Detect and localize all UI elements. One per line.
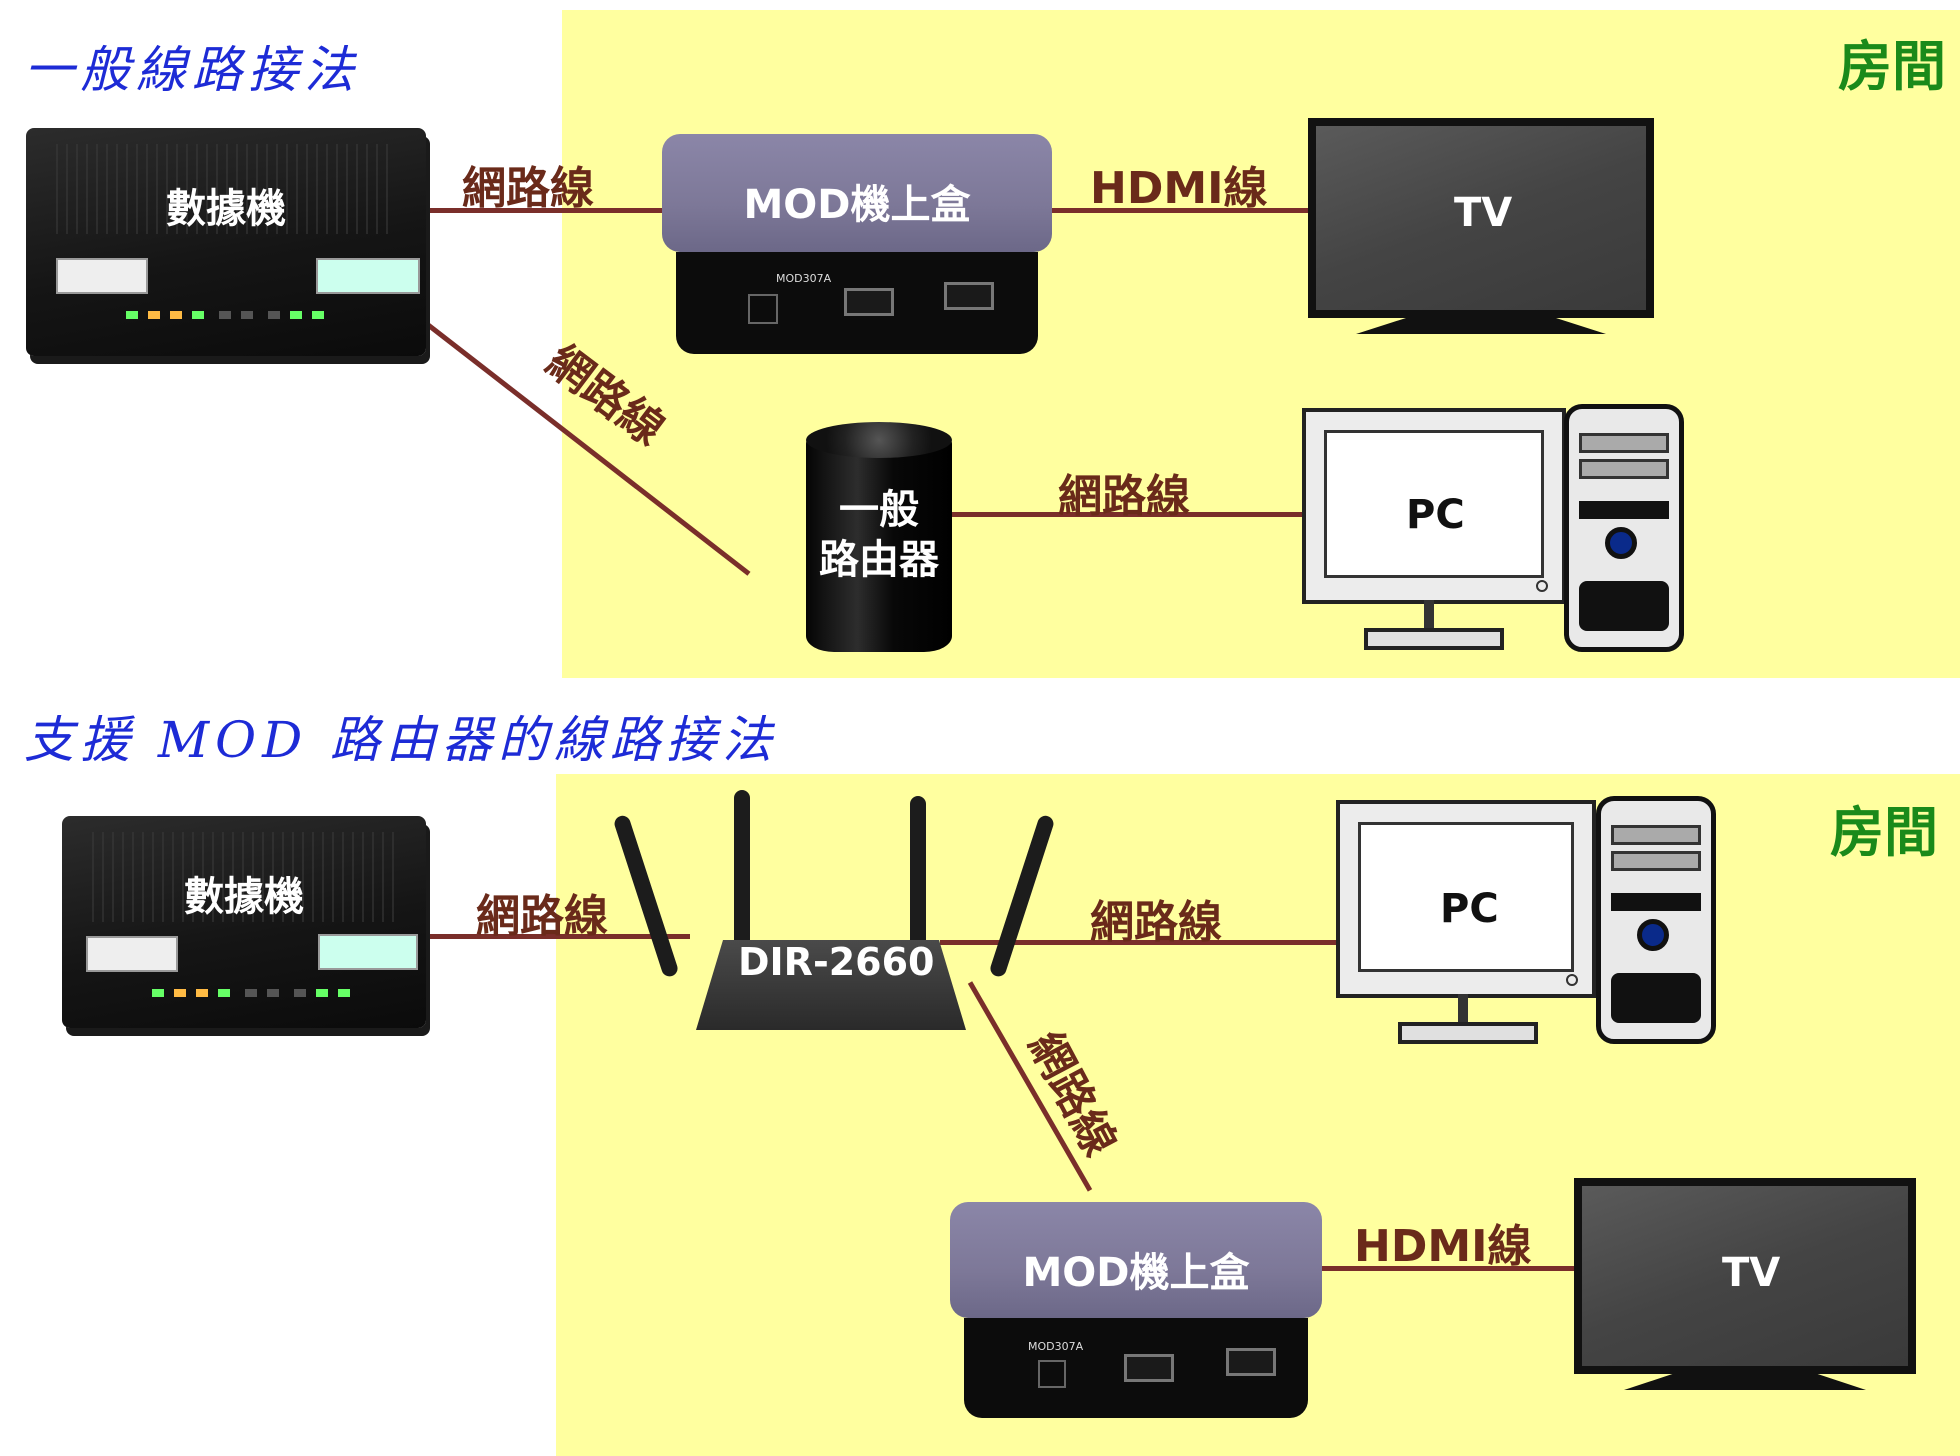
tv-label: TV — [1454, 190, 1513, 236]
modem-vent-icon — [92, 832, 396, 922]
modem-sticker-icon — [56, 258, 148, 294]
section-title-top: 一般線路接法 — [24, 41, 360, 99]
tv-stand-icon — [1624, 1374, 1866, 1390]
tv-top: TV — [1308, 118, 1654, 318]
modem-sticker-icon — [86, 936, 178, 972]
usb-port-icon — [1226, 1348, 1276, 1376]
monitor-top: PC — [1302, 408, 1566, 604]
modem-leds-icon — [126, 304, 334, 319]
dir-2660-router — [696, 940, 966, 1030]
pc-label: PC — [1440, 886, 1499, 932]
cable-stb-tv-top — [1050, 208, 1308, 213]
modem-label: 數據機 — [166, 186, 286, 232]
cable-label-router-pc-bottom: 網路線 — [1090, 897, 1222, 948]
monitor-power-icon — [1566, 974, 1578, 986]
modem-leds-icon — [152, 982, 360, 997]
cable-label-stb-tv-top: HDMI線 — [1090, 163, 1268, 214]
modem-bottom: 數據機 — [62, 816, 426, 1028]
monitor-neck-icon — [1458, 994, 1468, 1024]
cable-label-router-pc-top: 網路線 — [1058, 471, 1190, 522]
router-top-icon — [806, 422, 952, 458]
router-label-line2: 路由器 — [819, 537, 939, 583]
router-label-line1: 一般 — [839, 487, 919, 533]
room-label-bottom: 房間 — [1830, 801, 1938, 864]
cable-label-modem-router-bottom: 網路線 — [476, 891, 608, 942]
tower-bottom — [1596, 796, 1716, 1044]
stb-front-bottom: MOD307A — [964, 1318, 1308, 1418]
cable-stb-tv-bottom — [1316, 1266, 1574, 1271]
room-label-top: 房間 — [1838, 35, 1946, 98]
tv-label: TV — [1722, 1250, 1781, 1296]
power-button-icon — [1637, 919, 1669, 951]
usb-port-icon — [1124, 1354, 1174, 1382]
stb-label: MOD機上盒 — [743, 182, 971, 228]
monitor-power-icon — [1536, 580, 1548, 592]
router-top: 一般 路由器 — [806, 428, 952, 652]
section-title-bottom: 支援 MOD 路由器的線路接法 — [24, 711, 779, 769]
cable-modem-router-bottom — [420, 934, 690, 939]
cable-router-pc-bottom — [940, 940, 1336, 945]
tower-top — [1564, 404, 1684, 652]
modem-sticker-icon — [316, 258, 420, 294]
stb-button-icon — [1038, 1360, 1066, 1388]
stb-top: MOD機上盒 — [662, 134, 1052, 252]
modem-label: 數據機 — [184, 874, 304, 920]
power-button-icon — [1605, 527, 1637, 559]
cable-router-pc-top — [950, 512, 1302, 517]
modem-vent-icon — [56, 144, 396, 234]
cable-label-stb-tv-bottom: HDMI線 — [1354, 1221, 1532, 1272]
cable-label-modem-stb-top: 網路線 — [462, 163, 594, 214]
cable-modem-stb-top — [405, 208, 663, 213]
antenna-icon — [734, 790, 750, 976]
stb-label: MOD機上盒 — [1022, 1250, 1250, 1296]
monitor-bottom: PC — [1336, 800, 1596, 998]
stb-button-icon — [748, 294, 778, 324]
router-label: DIR-2660 — [738, 940, 935, 984]
monitor-neck-icon — [1424, 600, 1434, 630]
monitor-base-icon — [1364, 628, 1504, 650]
stb-model: MOD307A — [1028, 1340, 1084, 1353]
stb-model: MOD307A — [776, 272, 832, 285]
stb-front-top: MOD307A — [676, 252, 1038, 354]
tv-bottom: TV — [1574, 1178, 1916, 1374]
monitor-base-icon — [1398, 1022, 1538, 1044]
modem-top: 數據機 — [26, 128, 426, 356]
pc-label: PC — [1406, 492, 1465, 538]
antenna-icon — [910, 796, 926, 976]
tv-stand-icon — [1356, 318, 1606, 334]
modem-sticker-icon — [318, 934, 418, 970]
usb-port-icon — [944, 282, 994, 310]
usb-port-icon — [844, 288, 894, 316]
stb-bottom: MOD機上盒 — [950, 1202, 1322, 1318]
